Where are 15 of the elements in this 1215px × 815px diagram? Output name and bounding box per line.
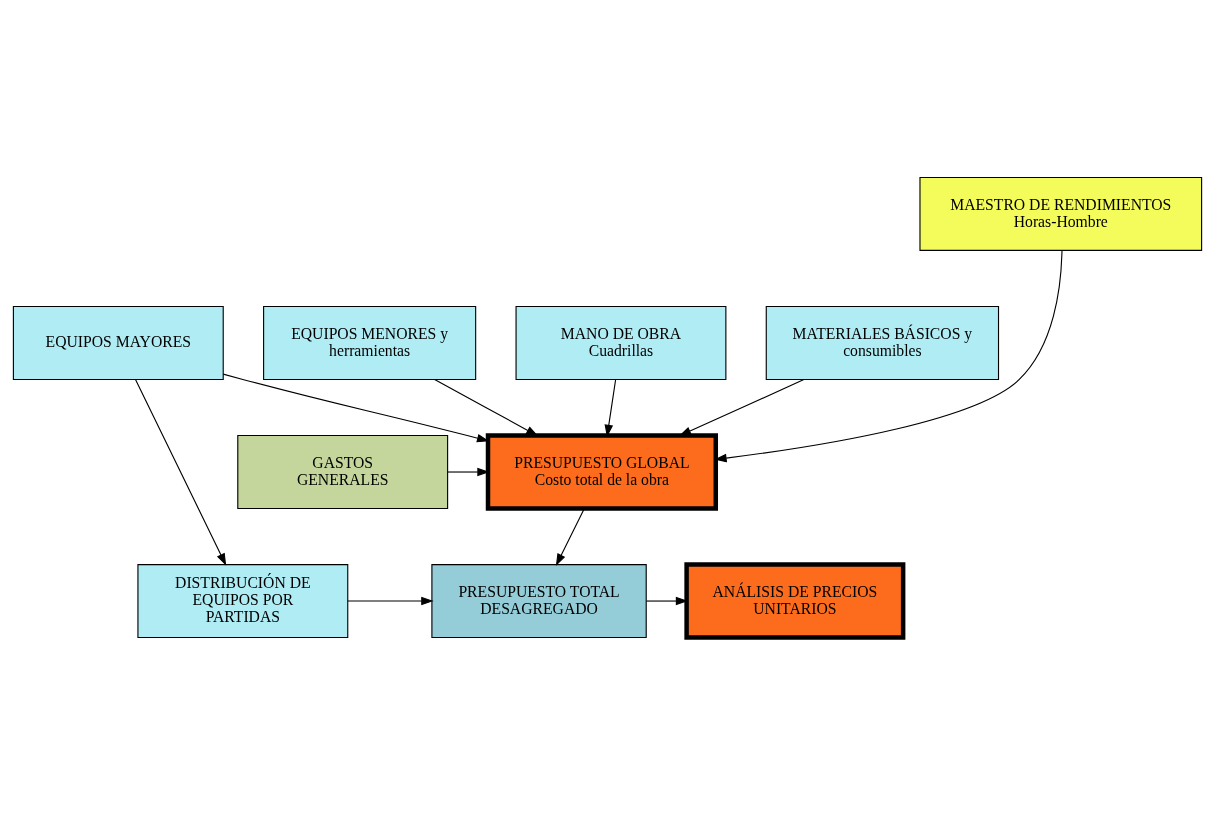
- node-box: EQUIPOS MAYORES: [12, 305, 224, 380]
- node-box: PRESUPUESTO TOTAL DESAGREGADO: [431, 564, 647, 639]
- arrow: [347, 596, 434, 606]
- arrow: [434, 379, 539, 437]
- node-box: GASTOS GENERALES: [237, 435, 449, 510]
- node-box: ANÁLISIS DE PRECIOS UNITARIOS: [684, 562, 906, 640]
- node-box: MATERIALES BÁSICOS y consumibles: [765, 305, 1000, 380]
- node-box: EQUIPOS MENORES y herramientas: [263, 305, 477, 380]
- node-box: DISTRIBUCIÓN DE EQUIPOS POR PARTIDAS: [137, 564, 349, 639]
- node-box: MAESTRO DE RENDIMIENTOS Horas-Hombre: [919, 176, 1203, 251]
- node-box: MANO DE OBRA Cuadrillas: [515, 305, 727, 380]
- node-box: PRESUPUESTO GLOBAL Costo total de la obra: [485, 433, 718, 511]
- arrow: [555, 508, 585, 567]
- arrow: [678, 379, 805, 437]
- arrow: [135, 379, 227, 566]
